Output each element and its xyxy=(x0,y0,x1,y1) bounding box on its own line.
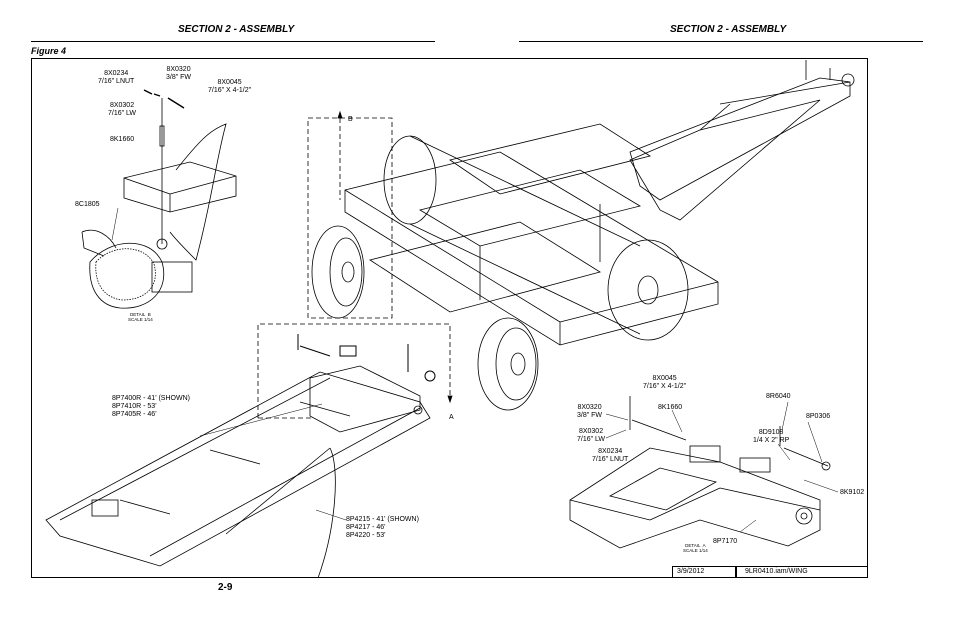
header-rule-left xyxy=(31,41,435,42)
marker-b: B xyxy=(348,116,353,123)
callout-detail-b-nut: 8X0234 7/16" LNUT xyxy=(98,70,135,85)
callout-detail-a-p7170: 8P7170 xyxy=(713,538,738,545)
detail-a-hardware-mid xyxy=(297,334,436,382)
detail-b-illustration xyxy=(81,89,237,309)
callout-roller-parts: 8P4215 - 41' (SHOWN) 8P4217 - 46' 8P4220… xyxy=(346,516,419,539)
detail-a-callout-box xyxy=(257,323,451,419)
detail-a-illustration xyxy=(569,396,831,549)
main-hitch xyxy=(629,60,855,221)
drawing-frame xyxy=(31,58,868,578)
callout-detail-a-lw: 8X0302 7/16" LW xyxy=(577,428,606,443)
callout-detail-a-r6040: 8R6040 xyxy=(766,393,791,400)
callout-detail-b-bracket: 8C1805 xyxy=(75,201,100,208)
callout-detail-a-k9102: 8K9102 xyxy=(840,489,865,496)
callout-detail-a-rp: 8D9108 1/4 X 2" RP xyxy=(753,429,790,444)
section-header-left: SECTION 2 - ASSEMBLY xyxy=(178,24,295,35)
callout-detail-a-nut: 8X0234 7/16" LNUT xyxy=(592,448,629,463)
title-block-date: 3/9/2012 xyxy=(672,566,736,578)
callout-detail-a-fw: 8X0320 3/8" FW xyxy=(577,404,603,419)
wing-frame xyxy=(45,365,431,567)
section-header-right: SECTION 2 - ASSEMBLY xyxy=(670,24,787,35)
callout-detail-a-p0306: 8P0306 xyxy=(806,413,831,420)
callout-detail-a-pin: 8K1660 xyxy=(658,404,683,411)
header-rule-right xyxy=(519,41,923,42)
callout-detail-b-pin: 8K1660 xyxy=(110,136,135,143)
main-roller xyxy=(383,135,689,341)
leader-lines xyxy=(111,207,839,533)
main-wheels xyxy=(311,225,539,411)
callout-frame-parts: 8P7400R - 41' (SHOWN) 8P7410R - 53' 8P74… xyxy=(112,395,190,418)
callout-detail-a-bolt: 8X0045 7/16" X 4-1/2" xyxy=(643,375,687,390)
callout-detail-b-bolt: 8X0045 7/16" X 4-1/2" xyxy=(208,79,252,94)
figure-title: Figure 4 xyxy=(31,46,67,56)
detail-b-callout-box xyxy=(307,117,393,319)
wing-roller xyxy=(225,447,336,579)
page-number: 2-9 xyxy=(218,582,233,593)
marker-a: A xyxy=(449,414,454,421)
detail-b-caption: DETAIL B SCALE 1/14 xyxy=(128,312,153,322)
detail-a-caption: DETAIL A SCALE 1/14 xyxy=(683,543,708,553)
callout-detail-b-fw: 8X0320 3/8" FW xyxy=(166,66,192,81)
main-frame xyxy=(344,123,719,346)
title-block-file: 9LR0410.iam/WING xyxy=(736,566,868,578)
callout-detail-b-lw: 8X0302 7/16" LW xyxy=(108,102,137,117)
